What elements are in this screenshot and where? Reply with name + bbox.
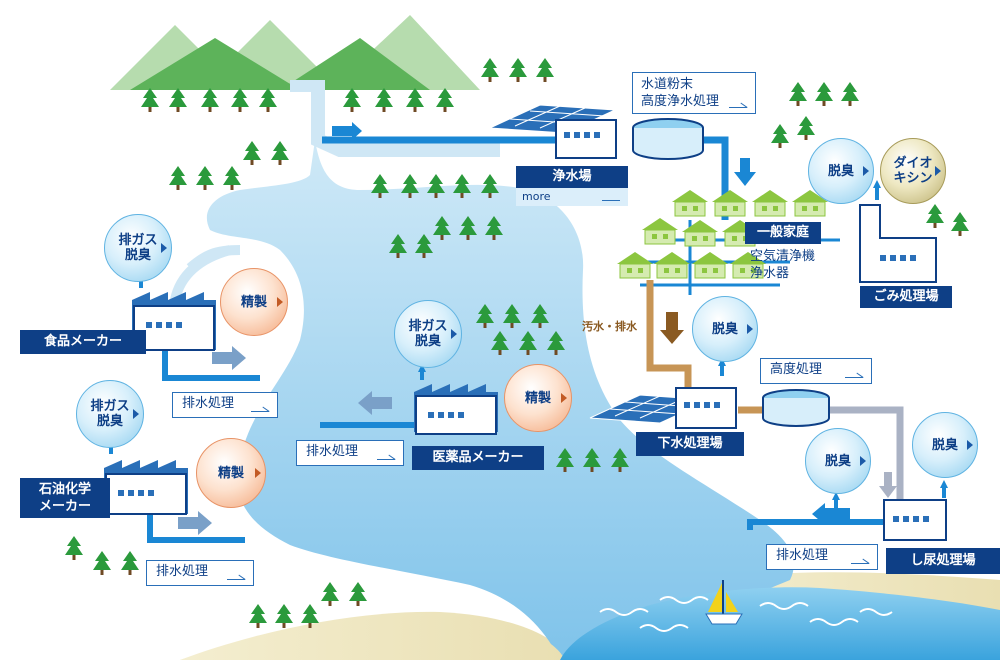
arrow-right-icon: [602, 194, 620, 201]
more-label: more: [522, 190, 551, 203]
dioxin-button[interactable]: ダイオ キシン: [880, 138, 946, 204]
wastewater-label: 排水処理: [182, 396, 235, 411]
gas-line-2: 脱臭: [124, 248, 151, 263]
arrow-right-icon: [747, 324, 753, 334]
petro-refine-button[interactable]: 精製: [196, 438, 266, 508]
water-purification-name: 浄水場: [552, 169, 592, 184]
petro-name-line-2: メーカー: [38, 499, 91, 514]
refine-label: 精製: [524, 390, 551, 406]
gas-line-1: 排ガス: [408, 319, 448, 334]
food-maker-label: 食品メーカー: [20, 330, 146, 354]
deodorize-label: 脱臭: [824, 453, 851, 469]
river: [206, 140, 794, 660]
arrow-right-icon: [251, 404, 269, 412]
arrow-right-icon: [277, 297, 283, 307]
waste-deodorize-button[interactable]: 脱臭: [808, 138, 874, 204]
night-soil-wastewater-button[interactable]: 排水処理: [766, 544, 878, 570]
advanced-water-treatment-button[interactable]: 水道粉末 高度浄水処理: [632, 72, 756, 114]
sewage-deodorize-button[interactable]: 脱臭: [692, 296, 758, 362]
water-purification-more-button[interactable]: more: [516, 188, 628, 206]
sewage-plant-label: 下水処理場: [636, 432, 744, 456]
household-label: 一般家庭: [745, 222, 821, 244]
night-soil-deodorize-1-button[interactable]: 脱臭: [805, 428, 871, 494]
refine-label: 精製: [217, 465, 244, 481]
waste-plant-building: [859, 204, 937, 283]
arrow-right-icon: [967, 440, 973, 450]
arrow-right-icon: [935, 166, 941, 176]
dioxin-line-1: ダイオ: [893, 156, 933, 171]
wastewater-label: 排水処理: [306, 444, 359, 459]
night-soil-plant-building: [883, 499, 947, 541]
gas-deodorize-label: 排ガス 脱臭: [118, 233, 157, 263]
pharma-wastewater-button[interactable]: 排水処理: [296, 440, 404, 466]
water-purification-building: [555, 118, 704, 160]
arrow-right-icon: [227, 572, 245, 580]
water-purification-label: 浄水場: [516, 166, 628, 188]
petro-gas-deodorize-button[interactable]: 排ガス 脱臭: [76, 380, 144, 448]
dioxin-line-2: キシン: [893, 171, 933, 186]
air-purifier-text: 空気清浄機: [750, 249, 816, 264]
gas-line-2: 脱臭: [414, 334, 441, 349]
arrow-right-icon: [851, 556, 869, 564]
arrow-right-icon: [255, 468, 261, 478]
pharma-gas-deodorize-button[interactable]: 排ガス 脱臭: [394, 300, 462, 368]
advanced-treatment-button[interactable]: 高度処理: [760, 358, 872, 384]
pharma-factory-building: [414, 384, 498, 435]
food-wastewater-button[interactable]: 排水処理: [172, 392, 278, 418]
arrow-right-icon: [377, 452, 395, 460]
arrow-right-icon: [860, 456, 866, 466]
dioxin-label: ダイオ キシン: [893, 156, 932, 186]
advanced-line-1: 水道粉末: [641, 77, 694, 92]
food-gas-deodorize-button[interactable]: 排ガス 脱臭: [104, 214, 172, 282]
mountains: [110, 15, 480, 92]
gas-line-2: 脱臭: [96, 414, 123, 429]
advanced-line-2: 高度浄水処理: [641, 94, 720, 109]
refine-label: 精製: [240, 294, 267, 310]
sewage-wastewater-label: 汚水・排水: [582, 320, 637, 333]
gas-deodorize-label: 排ガス 脱臭: [90, 399, 129, 429]
arrow-right-icon: [161, 243, 167, 253]
petro-wastewater-button[interactable]: 排水処理: [146, 560, 254, 586]
sewage-plant-building: [675, 387, 830, 429]
sea: [560, 587, 1000, 660]
petro-factory-building: [104, 460, 188, 515]
solar-panel-plant: [489, 104, 616, 134]
sea-waves: [599, 596, 893, 632]
sailboat-icon: [705, 580, 743, 625]
night-soil-plant-label: し尿処理場: [886, 548, 1000, 574]
arrow-right-icon: [133, 409, 139, 419]
arrow-right-icon: [729, 100, 747, 108]
wastewater-label: 排水処理: [776, 548, 829, 563]
petro-maker-label: 石油化学 メーカー: [20, 478, 110, 518]
pharma-refine-button[interactable]: 精製: [504, 364, 572, 432]
deodorize-label: 脱臭: [711, 321, 738, 337]
petro-name-line-1: 石油化学: [38, 482, 91, 497]
gas-line-1: 排ガス: [90, 399, 130, 414]
gas-deodorize-label: 排ガス 脱臭: [408, 319, 447, 349]
arrow-right-icon: [561, 393, 567, 403]
food-refine-button[interactable]: 精製: [220, 268, 288, 336]
gas-line-1: 排ガス: [118, 233, 158, 248]
arrow-right-icon: [451, 329, 457, 339]
night-soil-deodorize-2-button[interactable]: 脱臭: [912, 412, 978, 478]
advanced-treatment-label: 高度処理: [770, 362, 823, 377]
deodorize-label: 脱臭: [931, 437, 958, 453]
deodorize-label: 脱臭: [827, 163, 854, 179]
wastewater-label: 排水処理: [156, 564, 209, 579]
arrow-right-icon: [845, 370, 863, 378]
waste-plant-label: ごみ処理場: [860, 286, 952, 308]
pharma-maker-label: 医薬品メーカー: [412, 446, 544, 470]
arrow-right-icon: [863, 166, 869, 176]
food-factory-building: [132, 292, 216, 351]
water-purifier-text: 浄水器: [750, 266, 790, 281]
